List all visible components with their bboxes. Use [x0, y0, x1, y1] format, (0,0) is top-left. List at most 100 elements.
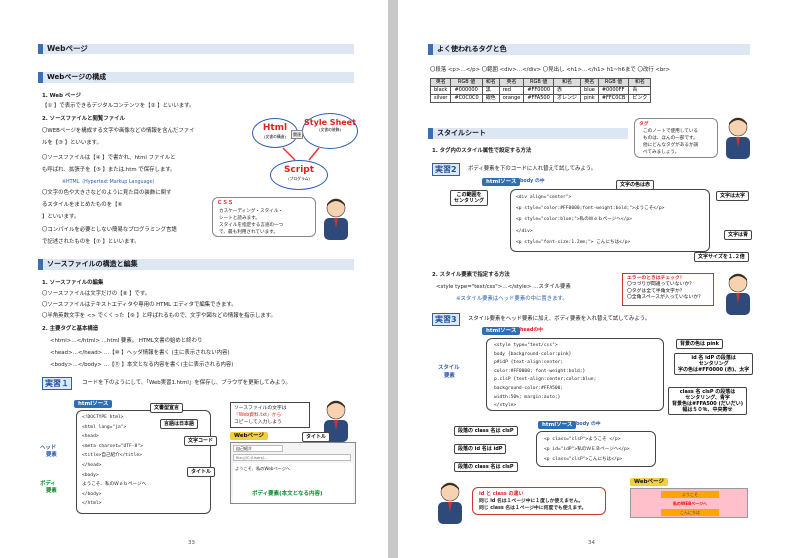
page-33: Webページ Webページの構成 1. Web ページ 【① 】で表示できるデジ… [0, 0, 388, 558]
error-checklist: エラーのときはチェック！ 〇つづりが間違っていないか？ 〇タグは全て半角文字か？… [622, 273, 714, 306]
tag-note-line: べてみましょう。 [643, 150, 680, 155]
text-line: 〇ソースファイルはテキストエディタや専用の HTML エディタで編集できます。 [42, 302, 237, 308]
page-34: よく使われるタグと色 〇段落 <p>…</p> 〇範囲 <div>…</div>… [398, 0, 789, 558]
heading-style-attr: 1. タグ内のスタイル属性で設定する方法 [432, 148, 532, 154]
code-line: <p style="color:#FF0000;font-weight:bold… [516, 206, 665, 212]
exercise-2-text: ボディ要素を下のコードに入れ替えて試してみよう。 [468, 166, 597, 172]
label-title: タイトル [187, 467, 216, 477]
color-table-header: 和名 [481, 78, 500, 87]
section-stylesheet: スタイルシート [428, 128, 628, 139]
label-browser-title: タイトル [302, 432, 331, 442]
code-line: p#idP {text-align:center; [494, 360, 564, 366]
code-line: background-color:#FFA500; [494, 386, 564, 391]
color-table-cell: 青 [628, 86, 652, 95]
code-line: color:#FF0000; font-weight:bold;} [494, 368, 586, 374]
style-label-2: 要素 [444, 373, 455, 379]
diff-title: id と class の違い [479, 491, 524, 497]
preview-id: 私のWEBページへ [672, 501, 708, 506]
text-line: ルを【③ 】といいます。 [42, 140, 102, 146]
css-line: シートと読みます。 [219, 216, 260, 221]
color-table-header: RGB 値 [450, 78, 483, 87]
text-line: 〇半角英数文字を <> でくくった【⑨ 】と呼ばれるもので、文字や図などの情報を… [42, 313, 276, 319]
style-element-note: ※スタイル要素はヘッド要素の中に置きます。 [456, 296, 568, 302]
browser-tab: 自己紹介 [233, 445, 283, 452]
css-line: カスケーディング・スタイル・ [219, 209, 283, 214]
relation-label: 関連 [291, 130, 303, 139]
color-table-cell: #000000 [450, 86, 483, 95]
tag-note-line: ものは、ほんの一部です。 [643, 136, 698, 141]
section-source-structure: ソースファイルの構造と編集 [38, 259, 354, 270]
text-line: 〇コンパイルを必要としない簡易なプログラミング言語 [42, 227, 177, 233]
color-table-cell: 銀色 [481, 94, 500, 103]
code-line: <meta charset="UTF-8"> [82, 443, 143, 449]
code-line: <div align="center"> [516, 195, 572, 200]
arrow-html-script [282, 147, 296, 161]
color-table-cell: #FF0000 [523, 86, 554, 95]
color-table-cell: #C0C0C0 [450, 94, 483, 103]
css-title: ＣＳＳ [217, 200, 234, 206]
center-label: この範囲を センタリング [450, 190, 489, 206]
student-illustration-2 [432, 480, 468, 530]
html-node: Html (文書の構造) [252, 118, 298, 148]
label-doctype: 文書型宣言 [150, 403, 184, 413]
label-lang: 言語は日本語 [160, 419, 199, 429]
code-line: <head> [82, 434, 99, 440]
color-table-cell: #FFC0CB [597, 94, 630, 103]
heading-tags: 2. 主要タグと基本構造 [42, 326, 99, 332]
text-line: 〇ソースファイルは【④ 】で書かれ、html ファイルと [42, 155, 176, 161]
page-number: 34 [588, 540, 595, 546]
webpage-tag: Webページ [230, 432, 268, 440]
code-line: ようこそ、私のＷｅｂページへ [82, 482, 147, 488]
teacher-illustration-3 [720, 115, 756, 165]
tag-head-line: <head>…</head> …【⑩ 】へッダ情報を書く (主に表示されない内容… [50, 350, 230, 356]
tip-line: ソースファイルの文字は [234, 406, 287, 411]
heading-edit: 1. ソースファイルの編集 [42, 280, 104, 286]
color-table-cell: 赤 [552, 86, 582, 95]
heading-webpage: 1. Web ページ [42, 93, 81, 99]
exercise-1-badge: 実習１ [42, 377, 72, 390]
code-line: <style type="text/css"> [494, 343, 558, 348]
color-table-header: 英名 [429, 78, 452, 87]
tag-note-callout: タグ このノートで使用している ものは、ほんの一部です。 他にどんなタグがあるか… [634, 118, 718, 158]
common-tags-line: 〇段落 <p>…</p> 〇範囲 <div>…</div> 〇見出し <h1>…… [430, 67, 671, 73]
text-line: 】といいます。 [42, 214, 80, 220]
css-line: で、最も利用されています。 [219, 230, 278, 235]
color-table-cell: silver [429, 94, 452, 103]
text-line: るスタイルをまとめたものを【⑥ [42, 202, 123, 208]
tag-note-line: 他にどんなタグがあるか調 [643, 143, 699, 148]
label-size: 文字サイズを１.２倍 [694, 252, 749, 262]
diff-line: 同じ class 名は１ページ中に何度でも使えます。 [479, 506, 587, 511]
note-id-style: id 名 idP の段落は センタリング 字の色は#FF0000 (赤)、太字 [674, 353, 754, 375]
label-charset: 文字コード [184, 436, 218, 446]
code-box-4 [536, 431, 656, 467]
color-table-header: 和名 [552, 78, 582, 87]
code-line: <!DOCTYPE html> [82, 415, 124, 420]
text-line: 〇WEBページを構成する文字や画像などの情報を含んだファイ [42, 128, 195, 134]
browser-body-text: ようこそ、私のWebページへ [235, 466, 291, 471]
code-line: <p class="clsP">こんにちは</p> [544, 457, 623, 462]
head-inner-label: headの中 [520, 328, 543, 333]
browser-url: file:///C:/Users/... [233, 454, 351, 461]
css-callout: ＣＳＳ カスケーディング・スタイル・ シートと読みます。 スタイルを指定する言語… [212, 197, 316, 237]
webpage-tag-2: Webページ [630, 478, 668, 486]
code-line: </html> [82, 501, 102, 507]
preview-cls-1: ようこそ [661, 491, 719, 498]
heading-style-element: 2. スタイル要素で指定する方法 [432, 272, 510, 278]
code-line: <p style="color:blue;">私のＷｅｂページへ</p> [516, 217, 632, 223]
text-line: 〇ソースファイルは文字だけの【⑧ 】です。 [42, 291, 151, 297]
code-line: </head> [82, 463, 102, 468]
html-source-tag-2: htmlソース [482, 178, 521, 186]
code-line: p.clsP {text-align:center;color:blue; [494, 377, 597, 383]
code-line: <p style="font-size:1.2em;"> こんにちは</p> [516, 239, 631, 245]
code-line: </div> [516, 228, 533, 234]
label-head-2: 要素 [46, 452, 57, 458]
exercise-1-text: コードを下のようにして、「Web実習1.html」を保存し、ブラウザを更新してみ… [82, 380, 291, 386]
id-class-difference: id と class の違い 同じ id 名は１ページ中に１度しか使えません。 … [472, 487, 606, 515]
body-inner-label-2: body の中 [576, 422, 601, 427]
code-line: <title>自己紹介</title> [82, 453, 142, 459]
fill-1: 【① 】で表示できるデジタルコンテンツを【② 】といいます。 [42, 103, 195, 109]
browser-preview: 自己紹介 file:///C:/Users/... ようこそ、私のWebページへ [230, 442, 356, 504]
page-number: 33 [188, 540, 195, 546]
label-p-id: 段落の id 名は idP [454, 444, 507, 454]
color-table-cell: #FFA500 [523, 94, 554, 103]
